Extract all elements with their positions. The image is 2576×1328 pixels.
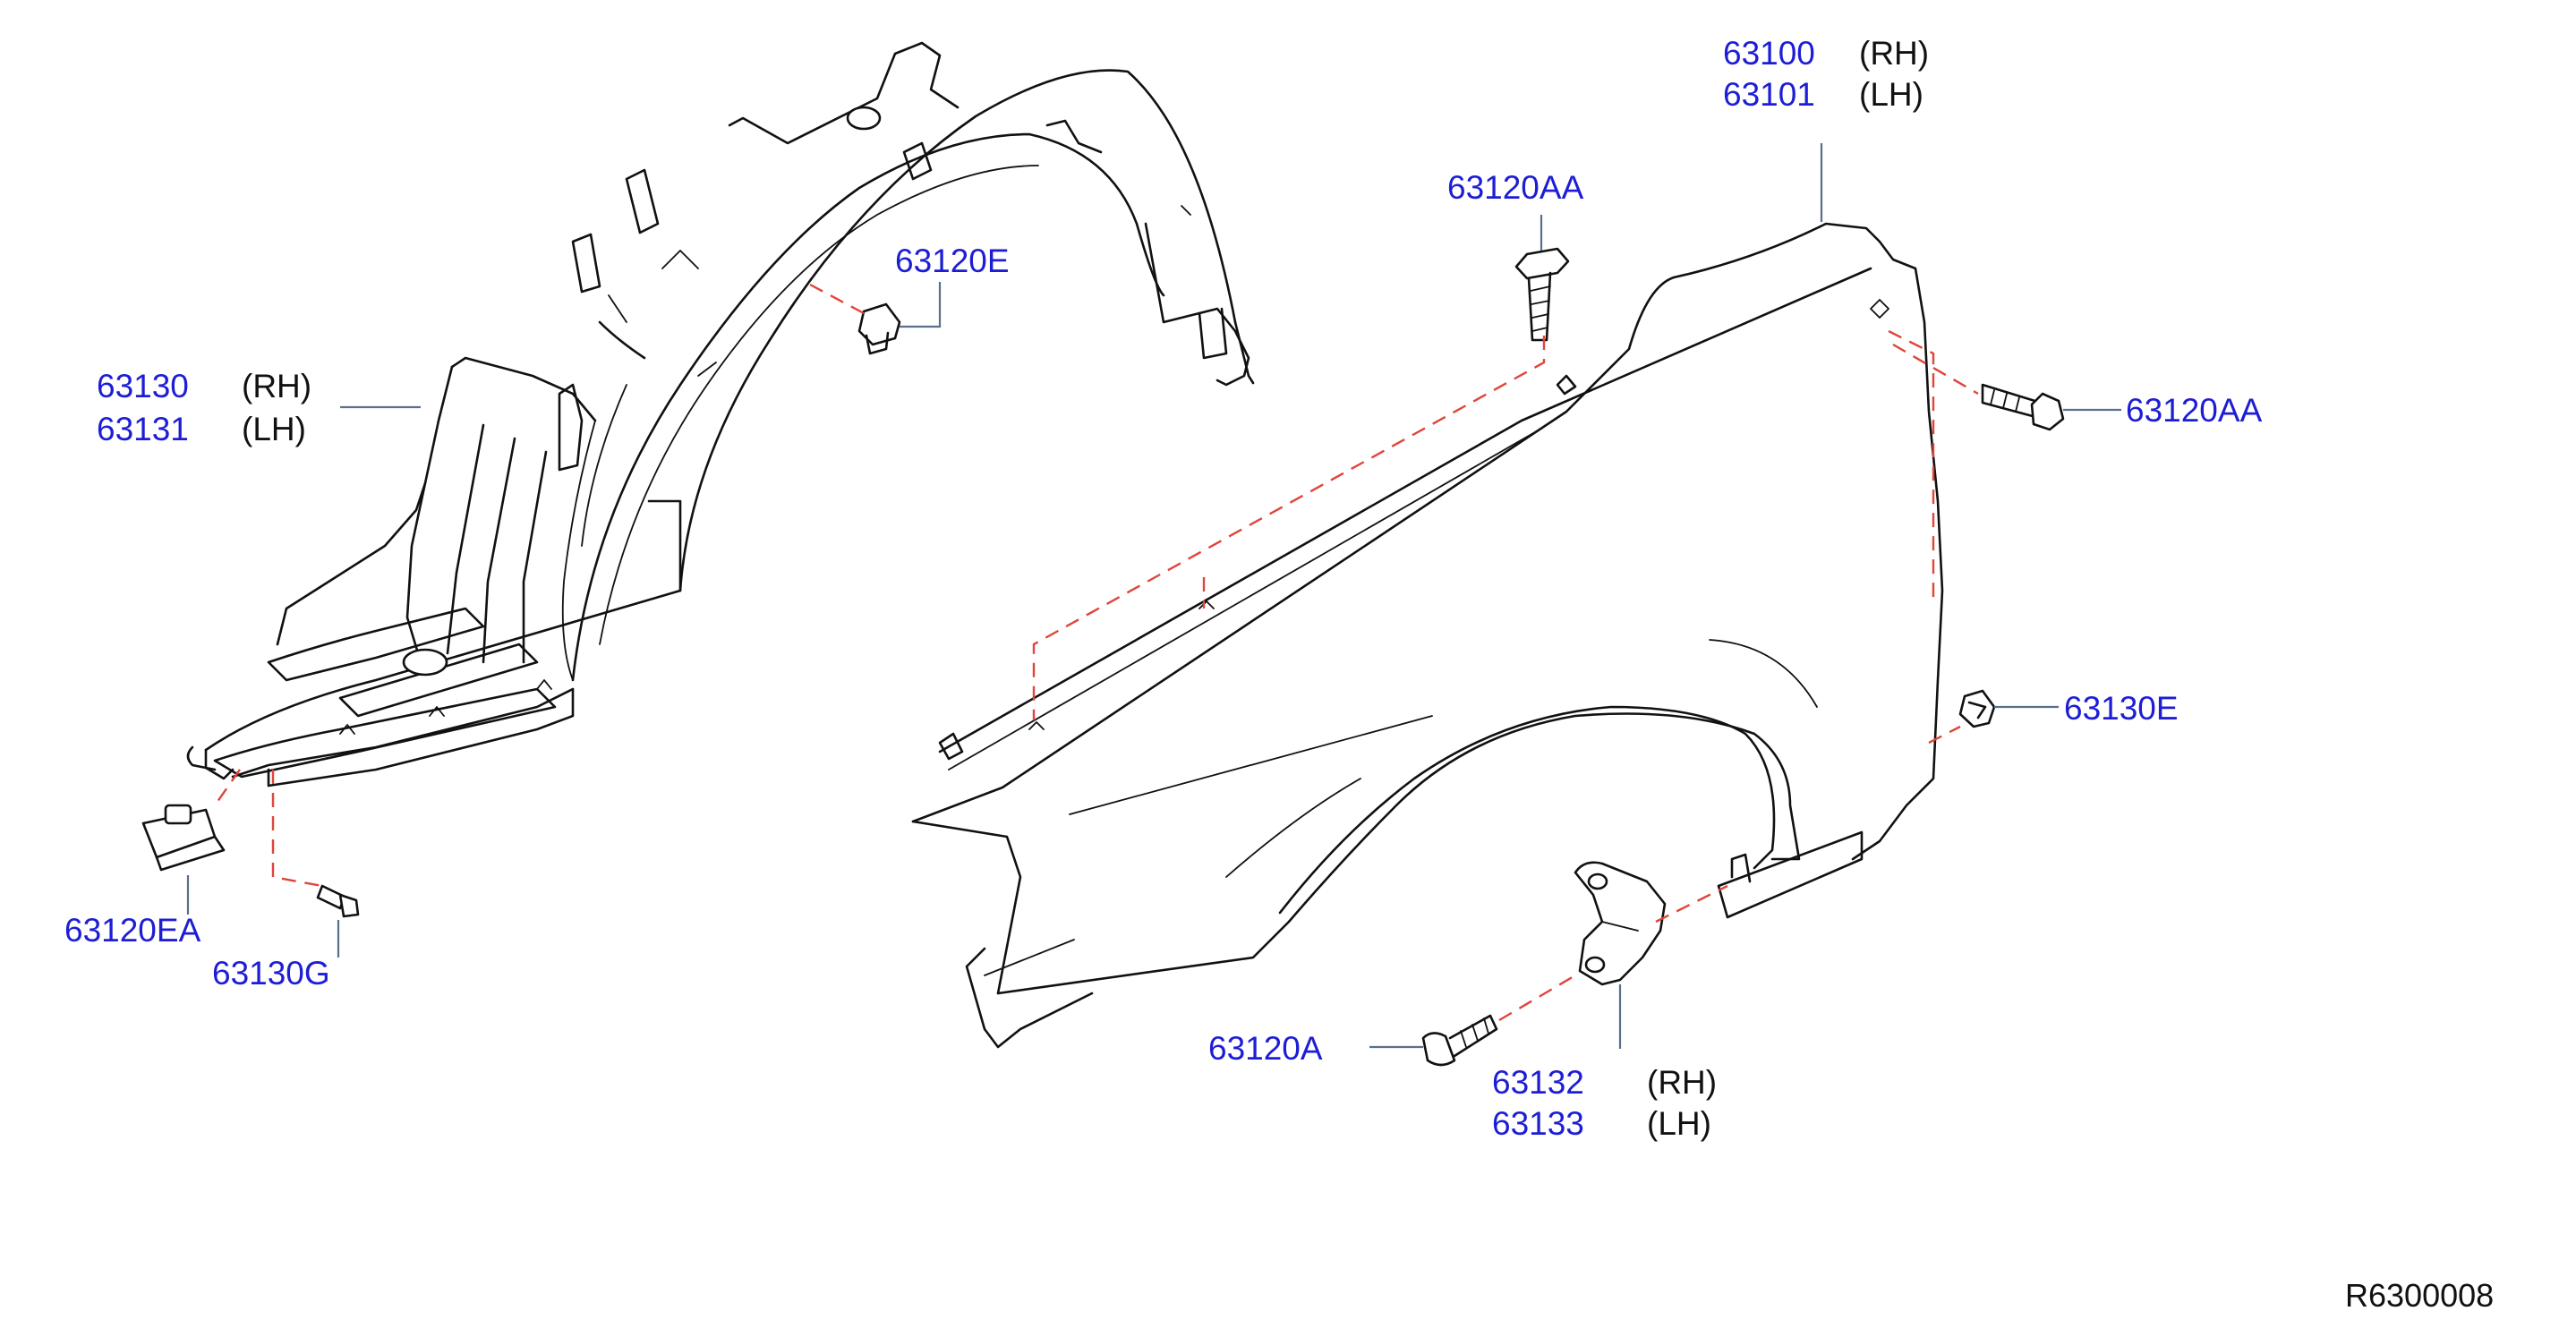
label-clip-lower: 63130G bbox=[212, 955, 330, 992]
label-fender-lh: 63101 bbox=[1723, 76, 1815, 113]
label-screw: 63120A bbox=[1208, 1030, 1323, 1067]
label-fender-rh: 63100 bbox=[1723, 35, 1815, 72]
label-bolt-right: 63120AA bbox=[2126, 392, 2263, 429]
label-protector-rh: 63130 bbox=[97, 368, 189, 404]
diagram-reference-code: R6300008 bbox=[2345, 1277, 2494, 1314]
clip-upper-drawing bbox=[857, 302, 901, 355]
label-nut-clip: 63120EA bbox=[64, 912, 201, 949]
label-bracket-lh-side: (LH) bbox=[1647, 1105, 1711, 1142]
label-fender-rh-side: (RH) bbox=[1859, 35, 1929, 72]
fender-protector-drawing bbox=[186, 41, 1255, 787]
label-bolt-top: 63120AA bbox=[1447, 169, 1584, 206]
bracket-drawing bbox=[1574, 861, 1667, 986]
label-bracket-rh-side: (RH) bbox=[1647, 1064, 1717, 1101]
nut-clip-drawing bbox=[141, 804, 226, 872]
bolt-top-drawing bbox=[1514, 247, 1570, 342]
bolt-right-drawing bbox=[1981, 383, 2065, 431]
label-grommet: 63130E bbox=[2064, 690, 2179, 727]
label-bracket-rh: 63132 bbox=[1492, 1064, 1584, 1101]
label-clip-upper: 63120E bbox=[895, 243, 1010, 279]
label-protector-lh-side: (LH) bbox=[242, 411, 306, 447]
label-protector-lh: 63131 bbox=[97, 411, 189, 447]
label-bracket-lh: 63133 bbox=[1492, 1105, 1584, 1142]
label-fender-lh-side: (LH) bbox=[1859, 76, 1923, 113]
leader-lines bbox=[186, 143, 2121, 1049]
fender-panel-drawing bbox=[911, 222, 1944, 1049]
clip-lower-drawing bbox=[316, 884, 360, 918]
label-protector-rh-side: (RH) bbox=[242, 368, 311, 404]
guide-lines bbox=[214, 283, 1979, 1022]
screw-drawing bbox=[1421, 1014, 1498, 1067]
grommet-drawing bbox=[1958, 689, 1996, 728]
part-labels: 63100 (RH) 63101 (LH) 63120AA 63120E 631… bbox=[64, 35, 2494, 1314]
